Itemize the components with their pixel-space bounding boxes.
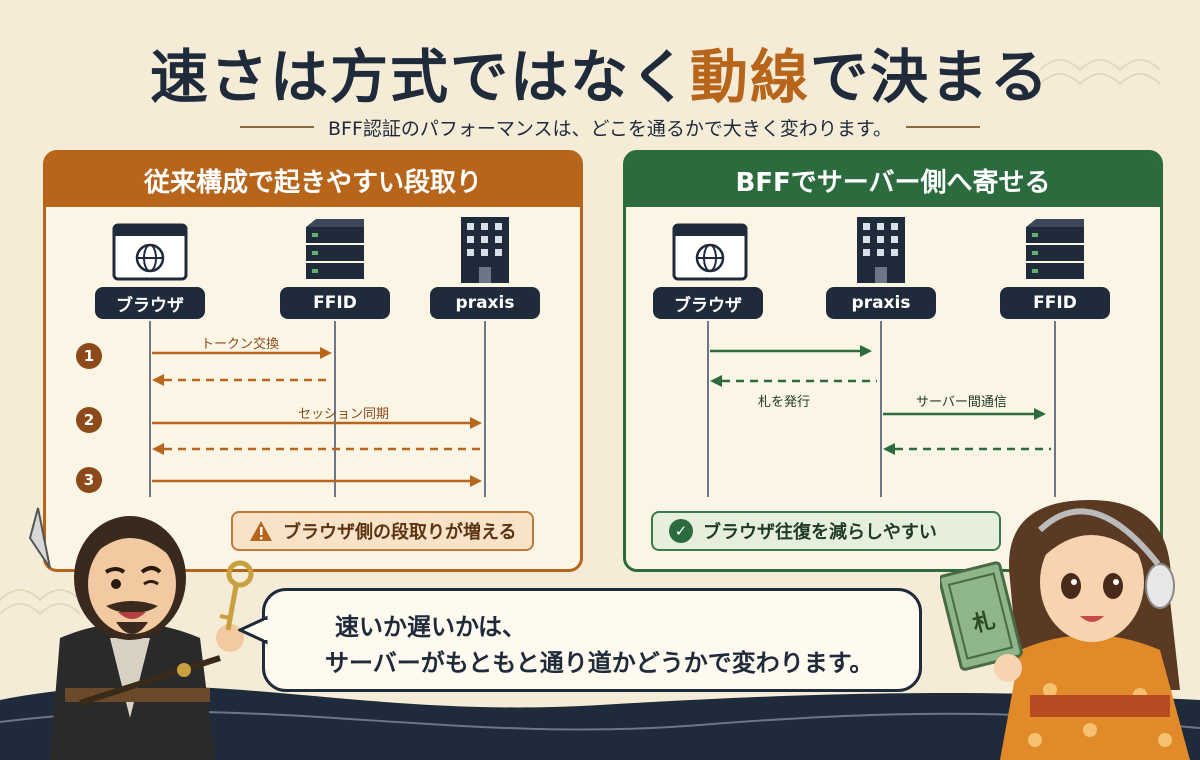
left-panel-header: 従来構成で起きやすい段取り [46,153,580,207]
lifeline-browser [707,321,709,497]
subtitle: BFF認証のパフォーマンスは、どこを通るかで大きく変わります。 [327,117,893,140]
browser-icon [672,223,748,281]
samurai-character-illustration [28,507,254,760]
actor-praxis: praxis [826,287,936,319]
actor-ffid: FFID [1000,287,1110,319]
lifeline-ffid [1054,321,1056,497]
speech-bubble: 速いか遅いかは、 サーバーがもともと通り道かどうかで変わります。 [262,588,922,692]
right-note-text: ブラウザ往復を減らしやすい [703,522,937,543]
step-2-badge: 2 [76,407,102,433]
left-note-text: ブラウザ側の段取りが増える [283,522,517,543]
girl-character-illustration: 札 [940,500,1190,760]
right-panel-header: BFFでサーバー側へ寄せる [626,153,1160,207]
msg-token-exchange-label: トークン交換 [201,337,280,352]
server-icon [306,219,364,279]
step-1-badge: 1 [76,343,102,369]
left-arrows [152,347,482,487]
actor-browser: ブラウザ [653,287,763,319]
msg-issue-ticket-label: 札を発行 [758,395,811,410]
right-note: ✓ ブラウザ往復を減らしやすい [651,511,1001,551]
subtitle-row: BFF認証のパフォーマンスは、どこを通るかで大きく変わります。 [240,112,981,142]
msg-session-sync-label: セッション同期 [298,407,390,422]
left-note: ブラウザ側の段取りが増える [231,511,535,551]
actor-ffid: FFID [280,287,390,319]
actor-browser: ブラウザ [95,287,205,319]
left-panel: 従来構成で起きやすい段取り ブラウザ FFID praxis 1 2 3 トーク… [43,150,583,572]
right-arrows [710,345,1051,455]
warning-icon [250,521,272,541]
building-icon [461,217,509,283]
divider [906,126,981,128]
speech-line-1: 速いか遅いかは、 [335,613,527,641]
divider [240,126,314,128]
building-icon [857,217,905,283]
lifeline-ffid [334,321,336,497]
browser-icon [112,223,188,281]
actor-praxis: praxis [430,287,540,319]
server-icon [1026,219,1084,279]
speech-line-2: サーバーがもともと通り道かどうかで変わります。 [325,649,874,677]
lifeline-praxis [484,321,486,497]
lifeline-browser [149,321,151,497]
speech-tail [238,616,268,645]
check-icon: ✓ [669,519,693,543]
step-3-badge: 3 [76,467,102,493]
page-title: 速さは方式ではなく動線で決まる [149,43,1051,111]
msg-server-to-server-label: サーバー間通信 [916,395,1007,410]
lifeline-praxis [880,321,882,497]
